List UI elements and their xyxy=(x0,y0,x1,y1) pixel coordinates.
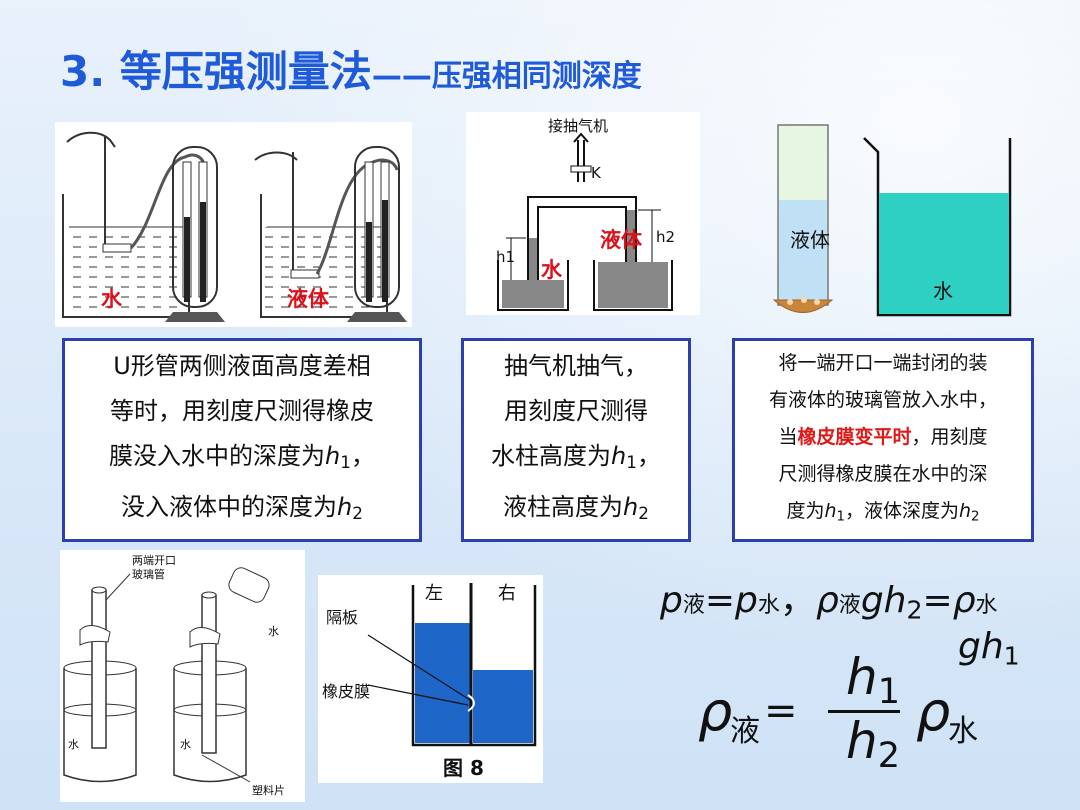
membrane-label: 橡皮膜 xyxy=(322,682,370,701)
hand-2 xyxy=(254,151,298,161)
glass-tubes-diagram: 两端开口 玻璃管 水 水 水 塑料片 xyxy=(63,554,285,797)
beaker-water-label: 水 xyxy=(933,279,953,303)
box1-line3: 膜没入水中的深度为h1， xyxy=(109,441,375,472)
formula-pressure-equal: p液=p水，ρ液gh2=ρ水 xyxy=(660,580,998,625)
figure-caption: 图 8 xyxy=(443,756,484,780)
formula-water-sub: 水 xyxy=(948,714,978,749)
title-dash: —— xyxy=(371,59,432,94)
figure-u-tube: 水 液体 xyxy=(55,122,412,327)
description-box-3: 将一端开口一端封闭的装 有液体的玻璃管放入水中， 当橡皮膜变平时，用刻度 尺测得… xyxy=(732,338,1034,542)
title-main: 3. 等压强测量法 xyxy=(60,47,372,96)
water-pour-label: 水 xyxy=(268,625,279,638)
box3-line4: 尺测得橡皮膜在水中的深 xyxy=(778,462,988,485)
beaker1-liquid xyxy=(67,227,185,315)
partition-tank-diagram: 左 右 隔板 橡皮膜 图 8 xyxy=(322,583,537,780)
tube-label-line2: 玻璃管 xyxy=(132,567,165,581)
box1-line4: 没入液体中的深度为h2 xyxy=(121,493,363,524)
pump-diagram: 接抽气机 K h1 水 h2 液体 xyxy=(496,117,675,311)
right-label: 右 xyxy=(498,583,516,604)
hand-1 xyxy=(66,131,116,148)
title-sub: 压强相同测深度 xyxy=(431,59,642,94)
figure-glass-tubes: 两端开口 玻璃管 水 水 水 塑料片 xyxy=(60,550,305,802)
box3-line1: 将一端开口一端封闭的装 xyxy=(778,351,988,374)
tube-label-line1: 两端开口 xyxy=(132,554,176,567)
water-label-2: 水 xyxy=(180,738,191,751)
formula-pressure-equal-cont: gh1 xyxy=(958,626,1020,671)
left-label: 左 xyxy=(425,583,443,604)
h2-label: h2 xyxy=(656,228,675,246)
formula-liquid-sub: 液 xyxy=(730,714,760,749)
water-label-1: 水 xyxy=(68,738,79,751)
formula-denominator: h2 xyxy=(846,712,900,776)
fraction-bar xyxy=(828,710,900,713)
highlight-membrane-flat: 橡皮膜变平时 xyxy=(797,425,912,448)
figure-partition-tank: 左 右 隔板 橡皮膜 图 8 xyxy=(318,575,543,783)
label-water-1: 水 xyxy=(101,287,123,311)
figure-test-tube: 液体 水 xyxy=(760,120,1030,330)
partition-label: 隔板 xyxy=(326,608,358,627)
box2-line2: 用刻度尺测得 xyxy=(504,396,648,425)
slide-title: 3. 等压强测量法——压强相同测深度 xyxy=(60,38,642,99)
plastic-sheet-label: 塑料片 xyxy=(252,783,285,797)
beaker-water xyxy=(879,193,1009,314)
box2-line4: 液柱高度为h2 xyxy=(503,493,649,524)
label-liquid-1: 液体 xyxy=(287,287,330,311)
water-label: 水 xyxy=(541,258,563,282)
box1-line1: U形管两侧液面高度差相 xyxy=(113,351,371,380)
tube-liquid-label: 液体 xyxy=(790,228,830,252)
formula-rho-water: ρ xyxy=(916,680,951,743)
formula-numerator: h1 xyxy=(846,648,900,712)
formula-density: ρ 液 = h1 h2 ρ 水 xyxy=(698,648,1038,778)
formula-equals: = xyxy=(764,688,798,734)
box2-line1: 抽气机抽气， xyxy=(504,351,648,380)
pump-label: 接抽气机 xyxy=(548,117,608,135)
box3-line5: 度为h1，液体深度为h2 xyxy=(786,499,980,525)
description-box-2: 抽气机抽气， 用刻度尺测得 水柱高度为h1， 液柱高度为h2 xyxy=(461,338,691,542)
box3-line3: 当橡皮膜变平时，用刻度 xyxy=(778,425,988,448)
figure-pump: 接抽气机 K h1 水 h2 液体 xyxy=(466,112,700,315)
description-box-1: U形管两侧液面高度差相 等时，用刻度尺测得橡皮 膜没入水中的深度为h1， 没入液… xyxy=(62,338,422,542)
h1-label: h1 xyxy=(496,248,515,266)
u-tube-diagram: 水 液体 xyxy=(62,131,407,322)
valve-k-label: K xyxy=(591,164,602,182)
formula-rho-liquid: ρ xyxy=(698,680,733,743)
box3-line2: 有液体的玻璃管放入水中， xyxy=(768,388,997,411)
box2-line3: 水柱高度为h1， xyxy=(491,441,661,472)
tube-1 xyxy=(129,153,207,250)
box1-line2: 等时，用刻度尺测得橡皮 xyxy=(110,396,374,425)
beaker2-liquid xyxy=(265,227,383,315)
right-water xyxy=(473,670,533,743)
liquid-label-1: 液体 xyxy=(600,228,643,252)
test-tube-diagram: 液体 水 xyxy=(772,124,1012,317)
